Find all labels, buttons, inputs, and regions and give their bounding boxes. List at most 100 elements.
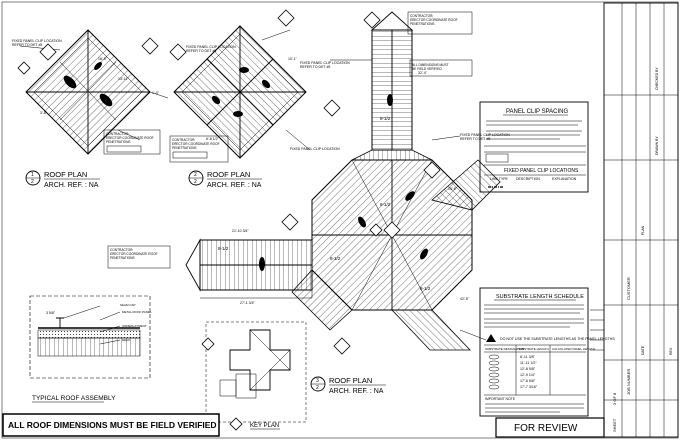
svg-text:PENETRATIONS: PENETRATIONS: [410, 22, 435, 26]
svg-text:PENETRATIONS: PENETRATIONS: [106, 140, 131, 144]
svg-text:REFER TO DET #5: REFER TO DET #5: [186, 49, 216, 53]
svg-text:FIXED PANEL CLIP LOCATION: FIXED PANEL CLIP LOCATION: [300, 61, 350, 65]
substrate-symbol: [488, 384, 500, 390]
slope-label-1: 8-1/2: [380, 116, 391, 121]
substrate-col-length: SUBSTRATE LENGTH: [518, 347, 549, 351]
customer-label: CUSTOMER: [626, 277, 631, 300]
substrate-row-length: 8'-11 3/8": [520, 355, 536, 359]
roof-plan-3: 8-1/2 8-1/2 8-1/2 8-1/2 8-1/2 27'-1 3/4"…: [107, 11, 510, 395]
footer: ALL ROOF DIMENSIONS MUST BE FIELD VERIFI…: [2, 413, 605, 438]
substrate-symbol: [488, 354, 500, 360]
panel-clip-spacing-box: PANEL CLIP SPACING FIXED PANEL CLIP LOCA…: [479, 101, 589, 193]
typical-roof-assembly: SEAM CAP METAL ROOF PANEL UNDERLAYMENT D…: [29, 295, 152, 403]
svg-text:3 5/8": 3 5/8": [46, 311, 56, 315]
plan-label: PLAN: [641, 225, 645, 235]
substrate-note-title: IMPORTANT NOTE: [485, 397, 516, 401]
svg-text:1'-4": 1'-4": [152, 91, 160, 95]
typical-assembly-title: TYPICAL ROOF ASSEMBLY: [32, 395, 116, 402]
view-3-sheet: 2: [316, 385, 319, 391]
svg-text:32'-4": 32'-4": [418, 71, 428, 75]
view-1-title: ROOF PLAN: [44, 170, 87, 179]
substrate-symbol: [488, 366, 500, 372]
date-label: DATE: [641, 345, 645, 355]
substrate-row-length: 12'-9 1/4": [520, 373, 536, 377]
key-plan-title: KEY PLAN: [250, 423, 279, 429]
svg-text:ERECTOR COORDINATE ROOF: ERECTOR COORDINATE ROOF: [410, 18, 458, 22]
view-2-ref: ARCH. REF. : NA: [207, 182, 262, 189]
detail-callout: [369, 223, 383, 237]
drawn-by-label: DRAWN BY: [655, 136, 659, 155]
svg-text:REFER TO DET #5: REFER TO DET #5: [300, 65, 330, 69]
roof-plan-1: FIXED PANEL CLIP LOCATION REFER TO DET #…: [12, 29, 169, 189]
substrate-row-length: 11'-11 1/2": [520, 361, 537, 365]
svg-text:15'-6": 15'-6": [448, 187, 458, 191]
svg-text:CONTRACTOR:: CONTRACTOR:: [410, 14, 433, 18]
sheet-label: SHEET: [612, 418, 617, 432]
svg-text:REFER TO DET #5: REFER TO DET #5: [12, 43, 42, 47]
status-label: FOR REVIEW: [514, 423, 578, 434]
slope-label-3: 8-1/2: [380, 202, 391, 207]
clip-col-explanation: EXPLANATION: [552, 177, 577, 181]
svg-text:PENETRATIONS: PENETRATIONS: [110, 256, 135, 260]
substrate-rows: 8'-11 3/8" 11'-11 1/2" 12'-8 5/8" 12'-9 …: [488, 354, 538, 390]
substrate-row-length: 17'-7 3/16": [520, 385, 538, 389]
view-3-title: ROOF PLAN: [329, 376, 372, 385]
substrate-col-designation: SUBSTRATE DESIGNATION: [485, 347, 524, 351]
svg-text:10'-1": 10'-1": [288, 57, 298, 61]
view-1-ref: ARCH. REF. : NA: [44, 182, 99, 189]
svg-text:FIXED PANEL CLIP LOCATION: FIXED PANEL CLIP LOCATION: [290, 147, 340, 151]
svg-text:SEAM CAP: SEAM CAP: [120, 303, 136, 307]
svg-text:PENETRATIONS: PENETRATIONS: [172, 146, 197, 150]
svg-text:CONTRACTOR:: CONTRACTOR:: [110, 248, 133, 252]
svg-text:FIXED PANEL CLIP LOCATION: FIXED PANEL CLIP LOCATION: [460, 133, 510, 137]
slope-label-2: 8-1/2: [218, 246, 229, 251]
fixed-clip-locations-title: FIXED PANEL CLIP LOCATIONS: [504, 168, 579, 174]
svg-text:FIXED PANEL CLIP LOCATION: FIXED PANEL CLIP LOCATION: [186, 45, 236, 49]
svg-text:METAL ROOF PANEL: METAL ROOF PANEL: [122, 310, 152, 314]
svg-text:ERECTOR COORDINATE ROOF: ERECTOR COORDINATE ROOF: [110, 252, 158, 256]
svg-text:21'-10 3/4": 21'-10 3/4": [232, 229, 249, 233]
svg-text:UNDERLAYMENT: UNDERLAYMENT: [122, 324, 147, 328]
sheet-of: 3 OF 8: [612, 392, 617, 405]
svg-text:ALL DIMENSIONS MUST: ALL DIMENSIONS MUST: [412, 63, 449, 67]
svg-text:FIXED PANEL CLIP LOCATION: FIXED PANEL CLIP LOCATION: [12, 39, 62, 43]
substrate-col-panel-length: CALCULATED PANEL LENGTH: [552, 347, 595, 351]
svg-text:42'-5": 42'-5": [460, 297, 470, 301]
view-2-number: 2: [194, 172, 197, 178]
svg-text:3'-8": 3'-8": [40, 111, 48, 115]
svg-text:18'-5": 18'-5": [98, 57, 108, 61]
svg-text:6'-8 1/2": 6'-8 1/2": [206, 137, 220, 141]
svg-text:CONTRACTOR:: CONTRACTOR:: [172, 138, 195, 142]
field-verify-notice: ALL ROOF DIMENSIONS MUST BE FIELD VERIFI…: [8, 420, 217, 430]
svg-text:DECK: DECK: [122, 338, 130, 342]
substrate-symbol: [488, 378, 500, 384]
view-3-number: 3: [316, 378, 319, 384]
view-3-ref: ARCH. REF. : NA: [329, 388, 384, 395]
title-block: SHEET 3 OF 8 JOB NUMBER CUSTOMER DATE PL…: [590, 2, 679, 438]
view-1-number: 1: [31, 172, 34, 178]
substrate-row-length: 12'-8 5/8": [520, 367, 536, 371]
slope-label-4: 8-1/2: [330, 256, 341, 261]
clip-col-description: DESCRIPTION: [516, 177, 540, 181]
panel-clip-spacing-title: PANEL CLIP SPACING: [506, 109, 568, 115]
svg-text:CONTRACTOR:: CONTRACTOR:: [106, 132, 129, 136]
rev-label: REV: [669, 347, 673, 355]
detail-callout: [201, 337, 215, 351]
svg-text:REFER TO DET #5: REFER TO DET #5: [460, 137, 490, 141]
svg-text:13'-11": 13'-11": [118, 77, 129, 81]
view-1-sheet: 2: [31, 179, 34, 185]
key-plan: KEY PLAN: [205, 321, 307, 431]
job-number-label: JOB NUMBER: [626, 369, 631, 395]
checked-by-label: CHECKED BY: [655, 67, 659, 90]
substrate-title: SUBSTRATE LENGTH SCHEDULE: [496, 294, 584, 300]
detail-callout: [17, 61, 31, 75]
svg-text:27'-1 3/4": 27'-1 3/4": [240, 301, 256, 305]
substrate-row-length: 17'-6 5/8": [520, 379, 536, 383]
substrate-length-schedule: SUBSTRATE LENGTH SCHEDULE DO NOT USE THE…: [479, 287, 615, 417]
svg-text:BE FIELD VERIFIED: BE FIELD VERIFIED: [412, 67, 442, 71]
view-2-title: ROOF PLAN: [207, 170, 250, 179]
substrate-symbol: [488, 360, 500, 366]
substrate-warning: DO NOT USE THE SUBSTRATE LENGTHS AS THE …: [500, 337, 615, 341]
view-2-sheet: 2: [194, 179, 197, 185]
